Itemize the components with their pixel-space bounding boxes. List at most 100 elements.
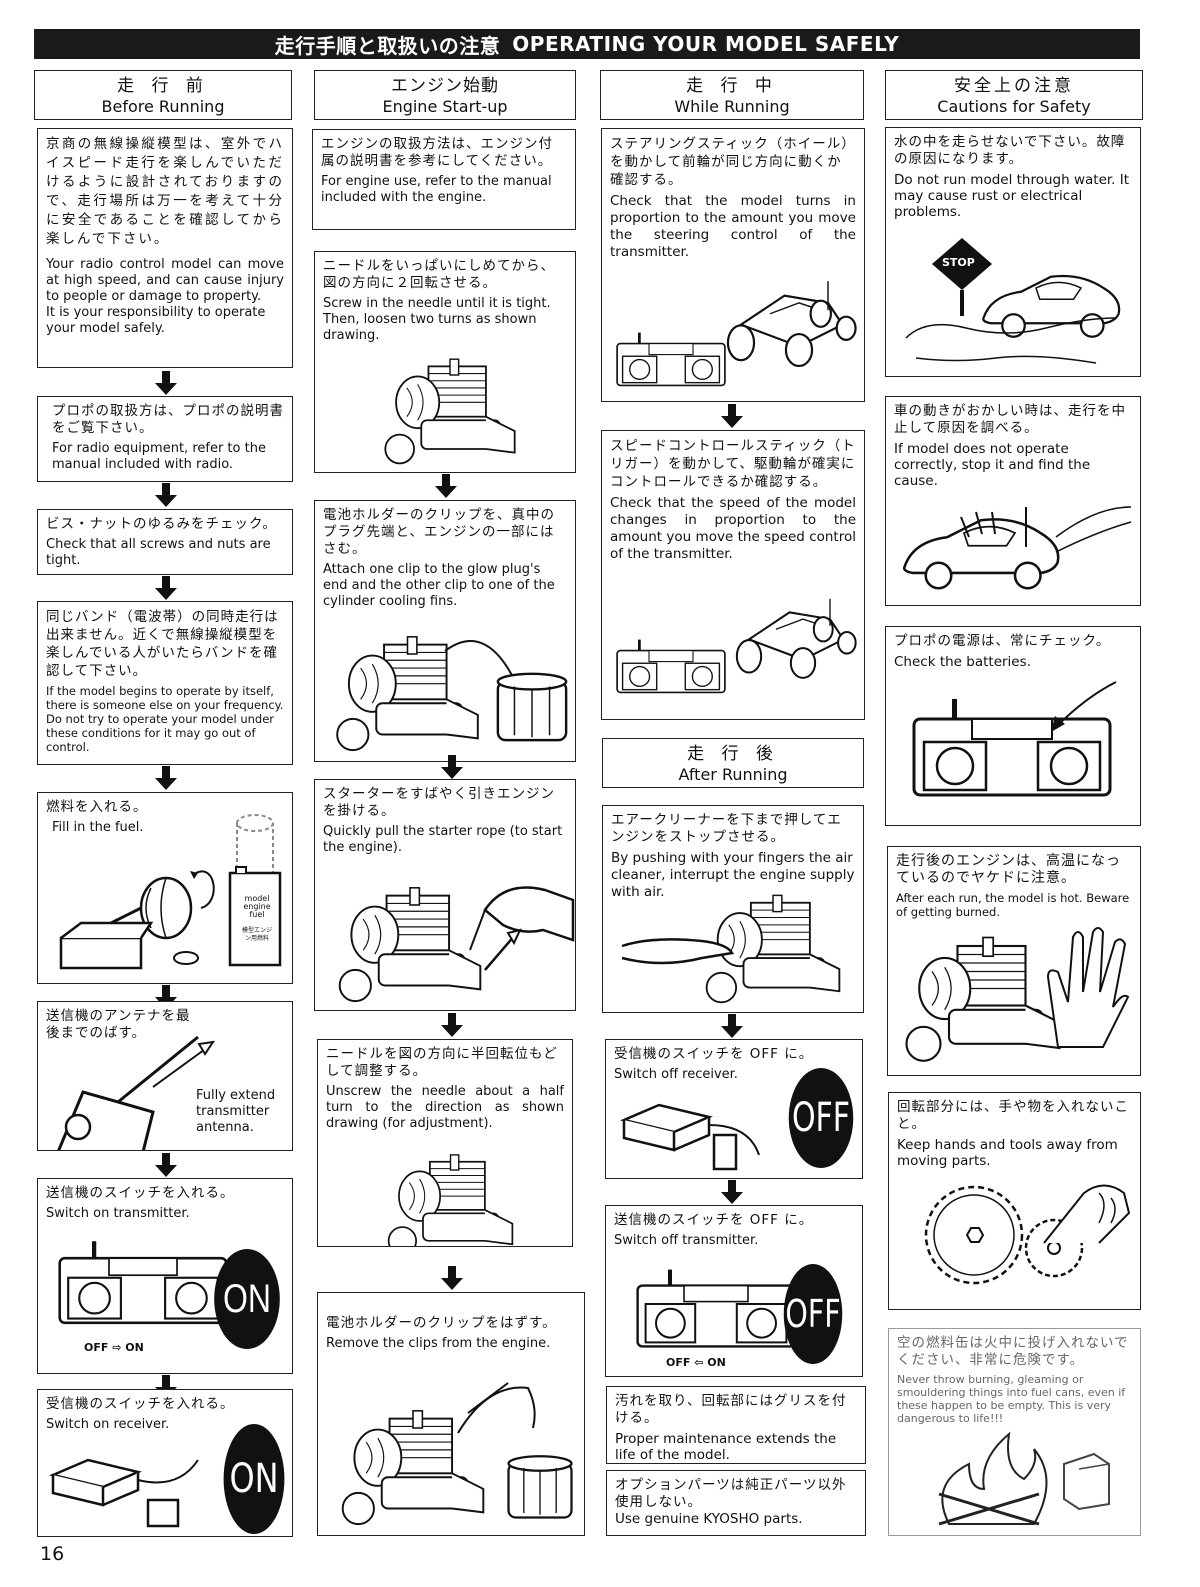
step-text-jp: 京商の無線操縦模型は、室外でハイスピード走行を楽しんでいただけるように設計されて… (46, 136, 284, 247)
off-label: OFF (666, 1356, 691, 1369)
after-step-5: オプションパーツは純正パーツ以外使用しない。 Use genuine KYOSH… (606, 1470, 866, 1536)
off-badge-text: OFF (791, 1095, 851, 1141)
receiver-icon (620, 1103, 760, 1171)
down-arrow-icon (720, 1014, 744, 1038)
antenna-extend-icon (57, 1035, 216, 1150)
pointer-arrow-icon (1051, 681, 1117, 732)
step-text-en: Check that the speed of the model change… (610, 495, 856, 562)
step-text-en: Remove the clips from the engine. (326, 1336, 551, 1351)
page-number: 16 (40, 1543, 65, 1565)
before-step-1: 京商の無線操縦模型は、室外でハイスピード走行を楽しんでいただけるように設計されて… (37, 128, 293, 368)
buggy-icon (712, 251, 857, 391)
step-text-en: Switch off receiver. (614, 1067, 738, 1082)
down-arrow-icon (720, 404, 744, 428)
hand-icon (1043, 1184, 1131, 1244)
step-text-en: Keep hands and tools away from moving pa… (897, 1137, 1118, 1169)
switch-direction: OFF ⇨ ON (84, 1341, 144, 1354)
engine-step-1: エンジンの取扱方法は、エンジン付属の説明書を参考にしてください。 For eng… (312, 129, 576, 230)
step-text-jp: 空の燃料缶は火中に投げ入れないでください、非常に危険です。 (897, 1335, 1129, 1368)
step-text-en: Check that all screws and nuts are tight… (46, 537, 271, 568)
down-arrow-icon (154, 576, 178, 600)
col-head-jp: エンジン始動 (391, 76, 499, 96)
step-text-jp: 汚れを取り、回転部にはグリスを付ける。 (615, 1393, 847, 1426)
engine-step-3: 電池ホルダーのクリップを、真中のプラグ先端と、エンジンの一部にはさむ。 Atta… (314, 500, 576, 762)
step-text-en: After each run, the model is hot. Beware… (896, 891, 1130, 919)
before-step-4: 同じバンド（電波帯）の同時走行は出来ません。近くで無線操縦模型を楽しんでいる人が… (37, 601, 293, 765)
can-label-line: engine (243, 902, 271, 911)
caution-moving-parts: 回転部分には、手や物を入れないこと。 Keep hands and tools … (888, 1092, 1141, 1310)
step-text-en: For radio equipment, refer to the manual… (52, 441, 266, 472)
step-text-jp: 受信機のスイッチを OFF に。 (614, 1046, 814, 1062)
col-head-before: 走 行 前 Before Running (34, 70, 292, 120)
hand-pull-starter-icon (469, 886, 575, 971)
col-head-en: Engine Start-up (382, 97, 508, 116)
fuel-can-icon (1063, 1452, 1110, 1511)
down-arrow-icon (440, 755, 464, 779)
step-text-jp: 水の中を走らせないで下さい。故障の原因になります。 (894, 134, 1126, 167)
caution-batteries: プロポの電源は、常にチェック。 Check the batteries. (885, 626, 1141, 826)
off-badge: OFF (783, 1264, 843, 1364)
page-banner: 走行手順と取扱いの注意 OPERATING YOUR MODEL SAFELY (34, 29, 1140, 59)
down-arrow-icon (720, 1180, 744, 1204)
step-text-jp: エンジンの取扱方法は、エンジン付属の説明書を参考にしてください。 (321, 136, 553, 169)
transmitter-icon (616, 631, 726, 701)
step-text-en: Unscrew the needle about a half turn to … (326, 1084, 564, 1131)
transmitter-icon (616, 329, 726, 389)
while-step-2: スピードコントロールスティック（トリガー）を動かして、駆動輪が確実にコントロール… (601, 430, 865, 720)
step-text-jp: 送信機のスイッチを入れる。 (46, 1185, 235, 1201)
after-step-2: 受信機のスイッチを OFF に。 Switch off receiver. OF… (605, 1039, 863, 1179)
down-arrow-icon (154, 1153, 178, 1177)
col-head-en: Before Running (101, 97, 225, 116)
battery-icon (504, 1443, 576, 1529)
stop-sign-text: STOP (942, 256, 975, 269)
on-badge-text: ON (223, 1276, 271, 1321)
engine-needle-adjust-icon (368, 1148, 533, 1247)
glow-clip-wire-icon (444, 640, 516, 682)
col-head-while: 走 行 中 While Running (600, 70, 864, 120)
step-text-en: Quickly pull the starter rope (to start … (323, 824, 563, 855)
step-text-jp: スピードコントロールスティック（トリガー）を動かして、駆動輪が確実にコントロール… (610, 438, 856, 490)
step-text-en: Screw in the needle until it is tight. T… (323, 296, 551, 343)
off-badge: OFF (788, 1068, 854, 1168)
step-text-jp: 電池ホルダーのクリップを、真中のプラグ先端と、エンジンの一部にはさむ。 (323, 507, 555, 557)
switch-direction: OFF ⇦ ON (666, 1356, 726, 1369)
step-text-en: Check that the model turns in proportion… (610, 193, 856, 260)
before-step-7: 送信機のスイッチを入れる。 Switch on transmitter. ON … (37, 1178, 293, 1374)
before-step-8: 受信機のスイッチを入れる。 Switch on receiver. ON (37, 1389, 293, 1537)
step-text-jp: プロポの電源は、常にチェック。 (894, 633, 1111, 649)
on-badge-text: ON (229, 1456, 279, 1502)
motion-lines-icon (960, 506, 1132, 553)
step-text-en: Switch off transmitter. (614, 1233, 759, 1248)
step-text-en: Use genuine KYOSHO parts. (615, 1511, 803, 1527)
after-step-4: 汚れを取り、回転部にはグリスを付ける。 Proper maintenance e… (606, 1386, 866, 1464)
arrow-right-icon: ⇨ (112, 1341, 122, 1354)
finger-push-icon (621, 938, 734, 965)
step-text-jp: 回転部分には、手や物を入れないこと。 (897, 1099, 1129, 1132)
buggy-icon (722, 581, 857, 691)
fuel-bottle-icon (59, 870, 215, 970)
on-badge: ON (214, 1249, 280, 1349)
clip-wire-icon (457, 1382, 536, 1434)
before-step-5: 燃料を入れる。 Fill in the fuel. model engine f… (37, 792, 293, 984)
engine-step-5: ニードルを図の方向に半回転位もどして調整する。 Unscrew the need… (317, 1039, 573, 1247)
on-label: ON (707, 1356, 726, 1369)
step-text-jp: 受信機のスイッチを入れる。 (46, 1396, 235, 1412)
engine-step-2: ニードルをいっぱいにしめてから、図の方向に２回転させる。 Screw in th… (314, 251, 576, 473)
col-head-jp: 安全上の注意 (954, 76, 1074, 96)
before-step-3: ビス・ナットのゆるみをチェック。 Check that all screws a… (37, 509, 293, 575)
step-text-jp: ニードルを図の方向に半回転位もどして調整する。 (326, 1046, 558, 1079)
step-text-en: Proper maintenance extends the life of t… (615, 1431, 837, 1463)
step-text-en-2: It is your responsibility to operate you… (46, 305, 266, 336)
step-text-en: Attach one clip to the glow plug's end a… (323, 562, 555, 609)
down-arrow-icon (440, 1013, 464, 1037)
step-text-jp: オプションパーツは純正パーツ以外使用しない。 (615, 1477, 847, 1510)
caution-water: 水の中を走らせないで下さい。故障の原因になります。 Do not run mod… (885, 127, 1141, 377)
after-head-en: After Running (678, 765, 788, 784)
step-text-jp: ビス・ナットのゆるみをチェック。 (46, 516, 277, 532)
before-step-6: 送信機のアンテナを最後までのばす。 Fully extend transmitt… (37, 1001, 293, 1151)
can-label-line: 模型エンジン用燃料 (241, 927, 272, 942)
step-text-jp: プロポの取扱方は、プロポの説明書をご覧下さい。 (52, 403, 284, 436)
step-text-jp: エアークリーナーを下まで押してエンジンをストップさせる。 (611, 812, 842, 845)
col-head-en: Cautions for Safety (937, 97, 1091, 116)
gear-icon (924, 1185, 1024, 1285)
